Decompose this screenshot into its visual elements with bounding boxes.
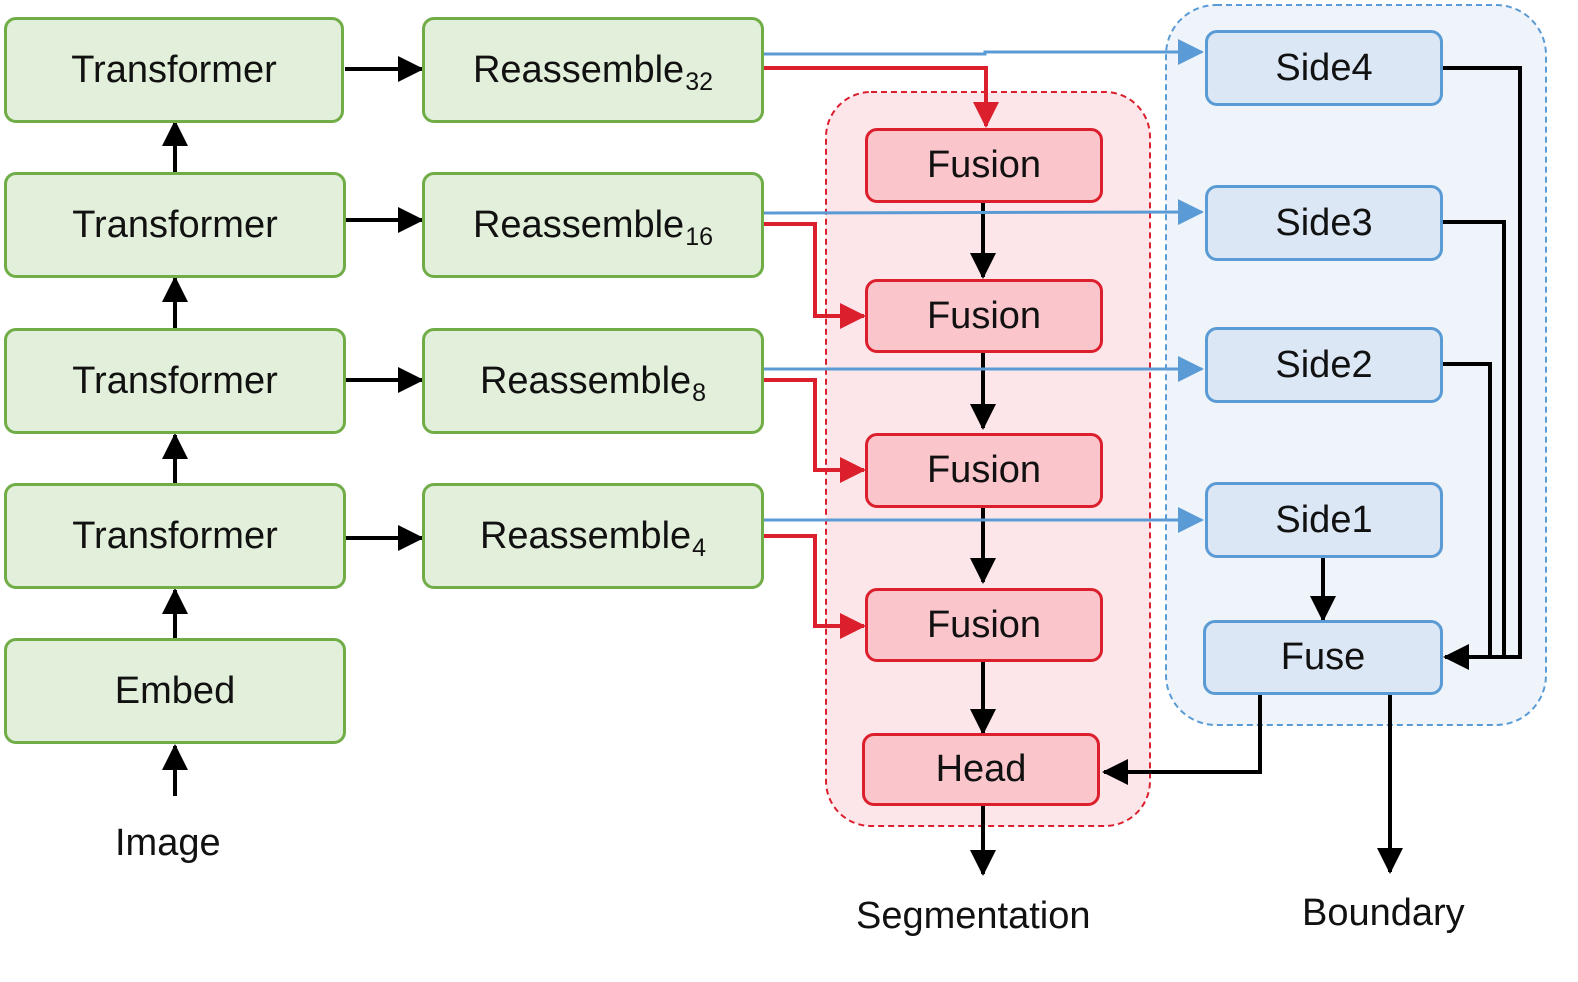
fusion-block-3: Fusion	[865, 433, 1103, 508]
arrow-reassemble-16-to-fusion	[764, 222, 866, 329]
side1-block: Side1	[1205, 482, 1443, 558]
fuse-block: Fuse	[1203, 620, 1443, 695]
reassemble-scale: 8	[692, 378, 707, 407]
reassemble-label: Reassemble	[472, 203, 685, 246]
transformer-label: Transformer	[71, 48, 277, 91]
side-label: Side4	[1275, 46, 1373, 89]
arrow-fuse-to-head	[1102, 695, 1262, 785]
embed-label: Embed	[114, 669, 236, 712]
side-label: Side3	[1275, 201, 1373, 244]
boundary-output-label: Boundary	[1302, 892, 1465, 934]
fuse-label: Fuse	[1280, 636, 1366, 678]
side-label: Side2	[1275, 343, 1373, 386]
side-label: Side1	[1275, 498, 1373, 541]
arrow-reassemble-4-to-fusion	[764, 534, 866, 639]
fusion-label: Fusion	[926, 144, 1042, 186]
arrow-side2-to-fuse	[1443, 362, 1492, 657]
image-input-label: Image	[115, 822, 221, 864]
head-block: Head	[862, 733, 1100, 806]
transformer-block-3: Transformer	[4, 172, 346, 278]
transformer-block-2: Transformer	[4, 328, 346, 434]
reassemble-scale: 16	[685, 222, 714, 251]
reassemble-label: Reassemble	[479, 514, 692, 557]
reassemble-scale: 32	[685, 67, 714, 96]
fusion-block-4: Fusion	[865, 588, 1103, 662]
side4-block: Side4	[1205, 30, 1443, 106]
arrow-side4-to-fuse	[1443, 66, 1522, 670]
arrow-reassemble-32-to-fusion	[764, 66, 999, 128]
reassemble-label: Reassemble	[479, 359, 692, 402]
arrow-reassemble-16-to-side3	[763, 199, 1204, 226]
transformer-label: Transformer	[72, 359, 278, 402]
fusion-label: Fusion	[926, 449, 1042, 491]
side3-block: Side3	[1205, 185, 1443, 261]
side2-block: Side2	[1205, 327, 1443, 403]
arrow-reassemble-8-to-fusion	[764, 378, 866, 483]
segmentation-output-label: Segmentation	[856, 895, 1091, 937]
transformer-label: Transformer	[72, 514, 278, 557]
transformer-block-4: Transformer	[4, 17, 344, 123]
head-label: Head	[935, 748, 1027, 790]
reassemble-scale: 4	[692, 533, 707, 562]
transformer-label: Transformer	[72, 203, 278, 246]
arrow-side3-to-fuse	[1443, 220, 1506, 657]
fusion-label: Fusion	[926, 294, 1042, 337]
reassemble-label: Reassemble	[472, 48, 685, 91]
transformer-block-1: Transformer	[4, 483, 346, 589]
embed-block: Embed	[4, 638, 346, 744]
fusion-label: Fusion	[926, 603, 1042, 646]
fusion-block-2: Fusion	[865, 279, 1103, 353]
fusion-block-1: Fusion	[865, 128, 1103, 203]
arrow-reassemble-32-to-side4	[764, 39, 1204, 65]
